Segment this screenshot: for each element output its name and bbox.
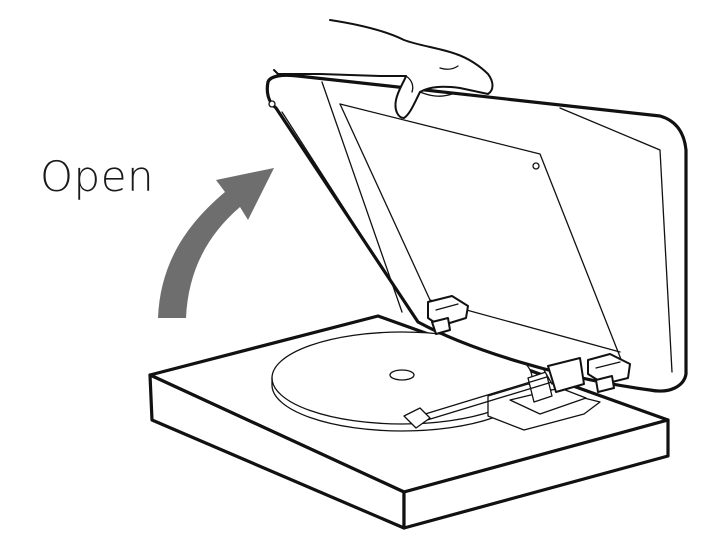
spindle (389, 369, 415, 381)
right-hinge (547, 353, 631, 393)
headshell (403, 407, 431, 429)
left-hinge (427, 295, 469, 335)
dust-cover-lid (265, 73, 688, 393)
open-label: Open (40, 152, 155, 201)
hand-icon (273, 19, 494, 119)
curved-arrow-icon (158, 168, 274, 318)
